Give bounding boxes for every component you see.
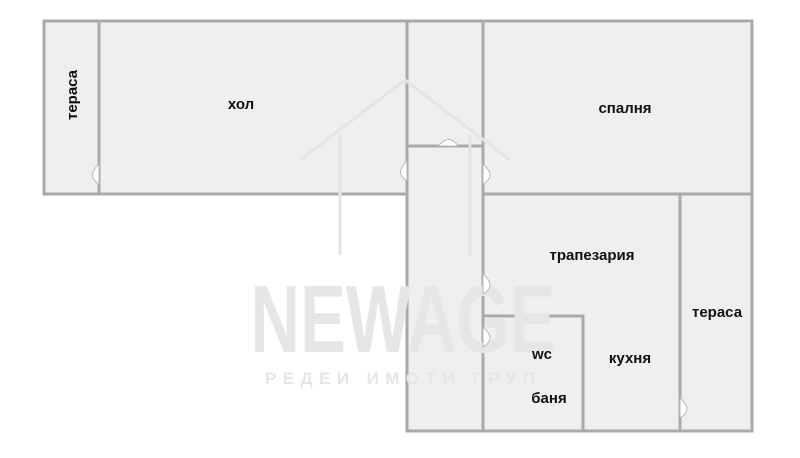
room-terrace-right (678, 192, 754, 433)
door-wc (482, 325, 491, 348)
watermark-brand: NEWAGE (251, 266, 556, 373)
room-hall-upper (405, 19, 485, 148)
label-kitchen: кухня (609, 350, 651, 367)
door-hall-upper (436, 139, 459, 147)
room-wc-bathroom (481, 314, 585, 433)
room-bedroom (481, 19, 754, 196)
room-living (97, 19, 409, 196)
door-terrace-left (92, 162, 100, 185)
label-wc: wc (531, 346, 552, 363)
label-dining: трапезария (550, 247, 635, 264)
door-dining (482, 272, 491, 295)
door-living (400, 159, 408, 182)
label-living: хол (228, 96, 254, 113)
label-terrace-left: тераса (64, 69, 81, 120)
label-bedroom: спалня (598, 100, 651, 117)
room-terrace-left (42, 19, 101, 196)
door-terrace-right (679, 396, 688, 419)
label-terrace-right: тераса (692, 304, 743, 321)
door-bedroom (482, 162, 491, 185)
label-bathroom: баня (531, 390, 566, 407)
door-markers (92, 139, 688, 419)
